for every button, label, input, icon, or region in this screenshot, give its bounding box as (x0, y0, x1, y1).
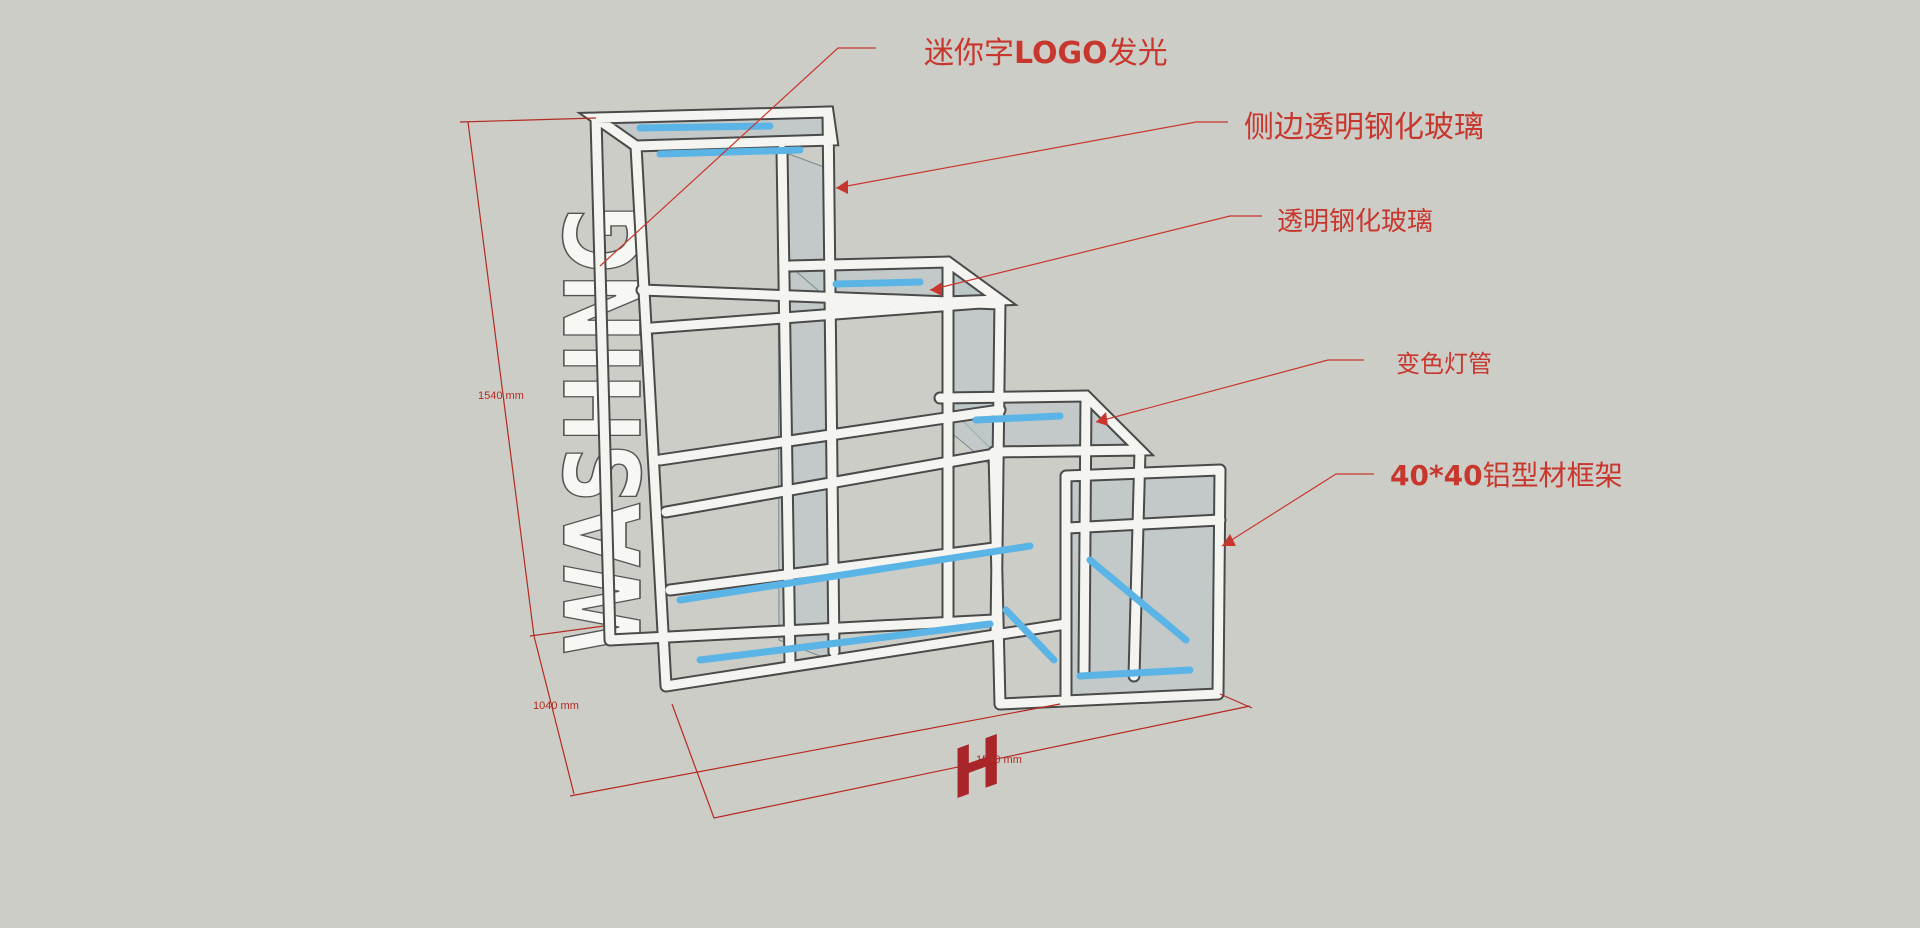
led-tube-top-back (636, 122, 774, 132)
leader-side-glass (835, 121, 1228, 189)
callout-led-tube: 变色灯管 (1396, 350, 1492, 378)
callout-frame-suffix: 铝型材框架 (1482, 459, 1623, 492)
led-tube-mid-back (832, 278, 924, 288)
callout-frame: 40*40铝型材框架 (1390, 454, 1623, 494)
floor-logo-letter: H (952, 719, 1002, 817)
callout-logo-prefix: 迷你字 (924, 36, 1014, 71)
callout-logo-suffix: 发光 (1107, 36, 1168, 71)
dimension-lines (459, 117, 1253, 819)
callout-logo-glow: 迷你字LOGO发光 (924, 28, 1168, 72)
led-tube-top-front (656, 146, 804, 158)
callout-logo-bold: LOGO (1014, 36, 1108, 71)
leader-led-tube (1095, 359, 1364, 423)
led-tube-right-diag-2 (1086, 556, 1190, 644)
leader-glass (929, 215, 1262, 291)
callout-frame-bold: 40*40 (1390, 459, 1483, 492)
led-tube-right-back (972, 412, 1064, 424)
led-tube-right-front (1076, 666, 1194, 680)
dimension-depth: 1040 mm (533, 700, 579, 712)
leader-arrowheads (836, 180, 1236, 546)
floor-logo: H (952, 719, 1002, 817)
dimension-width: 1540 mm (976, 754, 1022, 766)
led-tube-bottom-front (696, 620, 994, 664)
leader-logo (599, 47, 876, 267)
glass-panels (594, 111, 1221, 701)
aluminum-frame (576, 105, 1227, 711)
led-tube-bottom-long (676, 542, 1034, 604)
callout-side-glass: 侧边透明钢化玻璃 (1244, 110, 1484, 145)
led-tubes (636, 122, 1194, 680)
leader-lines (599, 47, 1374, 547)
leader-frame (1221, 473, 1374, 547)
led-tube-right-diag (1002, 606, 1058, 664)
callout-glass: 透明钢化玻璃 (1277, 207, 1434, 237)
dimension-height: 1540 mm (478, 390, 524, 402)
